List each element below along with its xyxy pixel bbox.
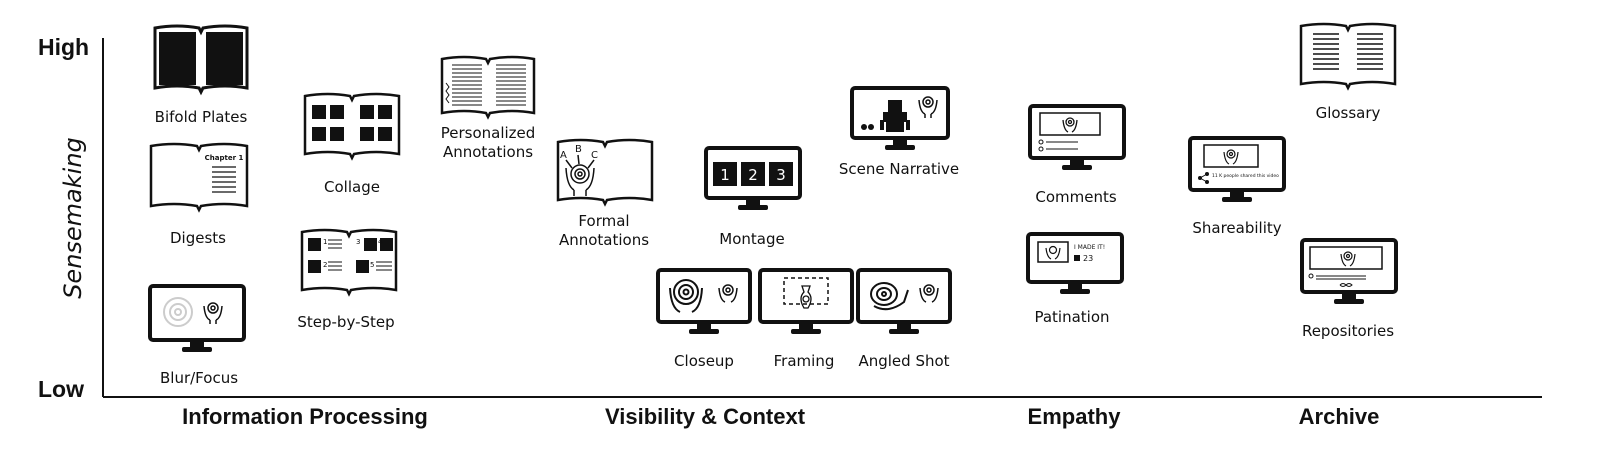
chapter-text: Chapter 1 — [205, 154, 244, 162]
label-shareability: Shareability — [1192, 219, 1282, 237]
label-montage: Montage — [719, 230, 785, 248]
label-blur-focus: Blur/Focus — [159, 369, 239, 387]
montage-2-text: 2 — [748, 166, 758, 184]
category-information-processing: Information Processing — [182, 404, 428, 429]
monitor-icon — [148, 284, 246, 352]
step-2-text: 2 — [323, 261, 327, 269]
book-icon — [1299, 22, 1397, 91]
monitor-icon: 1 2 3 — [704, 146, 802, 210]
book-icon — [440, 55, 536, 120]
share-text: 11 K people shared this video — [1212, 173, 1279, 179]
y-axis-high-label: High — [38, 34, 90, 60]
category-empathy: Empathy — [1027, 404, 1121, 429]
y-axis-low-label: Low — [38, 376, 84, 402]
book-icon: 1 2 3 4 5 — [300, 228, 398, 297]
label-patination: Patination — [1034, 308, 1110, 326]
label-framing: Framing — [773, 352, 835, 370]
patination-made-text: I MADE IT! — [1074, 244, 1105, 251]
label-personalized-annotations: Personalized Annotations — [440, 124, 536, 161]
monitor-icon: I MADE IT! 23 — [1026, 232, 1124, 294]
step-5-text: 5 — [370, 261, 374, 269]
formal-b-text: B — [575, 144, 582, 155]
label-collage: Collage — [324, 178, 380, 196]
label-comments: Comments — [1035, 188, 1117, 206]
label-scene-narrative: Scene Narrative — [838, 160, 960, 178]
montage-1-text: 1 — [720, 166, 730, 184]
label-bifold-plates: Bifold Plates — [154, 108, 248, 126]
step-4-text: 4 — [378, 238, 383, 246]
monitor-icon: 11 K people shared this video — [1188, 136, 1286, 202]
book-icon — [153, 24, 249, 96]
monitor-icon — [1028, 104, 1126, 170]
y-axis-title: Sensemaking — [59, 137, 87, 299]
monitor-icon — [656, 268, 752, 334]
step-3-text: 3 — [356, 238, 360, 246]
category-archive: Archive — [1298, 404, 1380, 429]
label-glossary: Glossary — [1315, 104, 1381, 122]
book-icon: Chapter 1 — [149, 142, 249, 213]
montage-3-text: 3 — [776, 166, 786, 184]
label-step-by-step: Step-by-Step — [297, 313, 395, 331]
monitor-icon — [758, 268, 854, 334]
label-formal-annotations: Formal Annotations — [558, 212, 650, 249]
label-closeup: Closeup — [674, 352, 734, 370]
step-1-text: 1 — [323, 238, 327, 246]
label-repositories: Repositories — [1301, 322, 1395, 340]
book-icon: A B C — [556, 138, 654, 207]
formal-a-text: A — [560, 150, 567, 161]
patination-count-text: 23 — [1083, 254, 1093, 263]
formal-c-text: C — [591, 150, 598, 161]
category-visibility-context: Visibility & Context — [604, 404, 806, 429]
label-angled-shot: Angled Shot — [858, 352, 950, 370]
monitor-icon — [850, 86, 950, 150]
book-icon — [303, 92, 401, 161]
monitor-icon — [856, 268, 952, 334]
monitor-icon — [1300, 238, 1398, 304]
label-digests: Digests — [170, 229, 226, 247]
